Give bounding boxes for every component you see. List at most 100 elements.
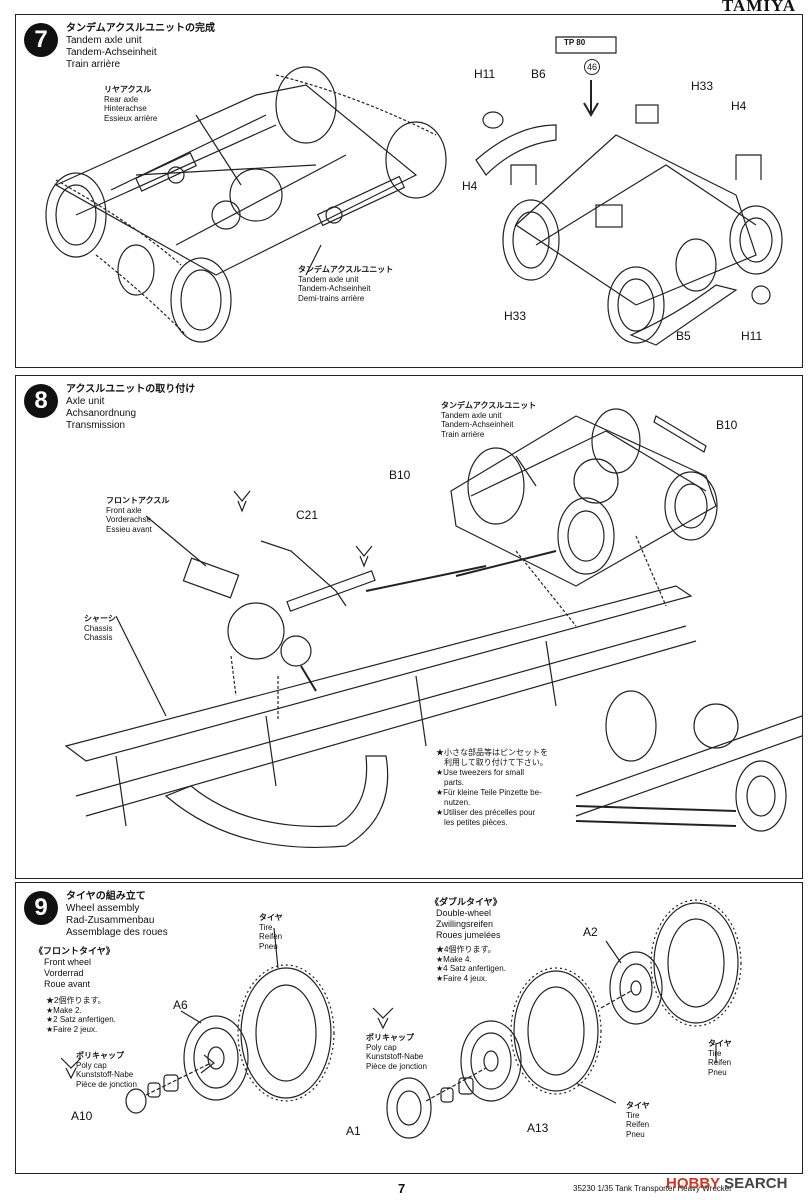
rear-axle-en: Rear axle: [104, 94, 139, 104]
tire-label: タイヤ Tire Reifen Pneu: [626, 1101, 650, 1139]
tire-en: Tire: [626, 1110, 640, 1120]
note-ja-1: ★小さな部品等はピンセットを: [436, 748, 548, 757]
tp-label: TP 80: [564, 38, 586, 47]
tire-fr: Pneu: [626, 1129, 645, 1139]
tire-ja: タイヤ: [708, 1039, 732, 1048]
tandem-en: Tandem axle unit: [441, 410, 502, 420]
chassis-ja: シャーシ: [84, 614, 116, 623]
tandem-ja: タンデムアクスルユニット: [441, 401, 537, 410]
step-number: 7: [24, 23, 58, 57]
part-b10: B10: [389, 468, 411, 482]
tandem-fr: Demi-trains arrière: [298, 293, 365, 303]
note-en-1: ★Use tweezers for small: [436, 768, 525, 777]
tire-ja: タイヤ: [626, 1101, 650, 1110]
part-b6: B6: [531, 67, 546, 81]
front-en: Front wheel: [44, 957, 92, 967]
step-title: アクスルユニットの取り付け Axle unit Achsanordnung Tr…: [66, 384, 195, 432]
title-ja: タンデムアクスルユニットの完成: [66, 23, 215, 34]
polycap-fr: Pièce de jonction: [76, 1079, 137, 1089]
make-en: ★Make 2.: [46, 1005, 82, 1015]
make-de: ★2 Satz anfertigen.: [46, 1015, 116, 1024]
title-en: Axle unit: [66, 396, 105, 407]
double-ja: 《ダブルタイヤ》: [430, 897, 502, 907]
step-number: 9: [24, 891, 58, 925]
tandem-de: Tandem-Achseinheit: [298, 284, 371, 293]
make-fr: ★Faire 4 jeux.: [436, 973, 488, 983]
tire-ja: タイヤ: [259, 913, 283, 922]
part-h11: H11: [474, 67, 496, 81]
title-de: Achsanordnung: [66, 408, 137, 419]
watermark: HOBBY SEARCH: [666, 1175, 787, 1192]
tire-en: Tire: [259, 922, 273, 932]
tandem-fr: Train arrière: [441, 429, 485, 439]
part-h33: H33: [691, 79, 714, 93]
title-de: Rad-Zusammenbau: [66, 915, 155, 926]
tire-de: Reifen: [259, 932, 283, 941]
make-en: ★Make 4.: [436, 954, 472, 964]
part-a6: A6: [173, 998, 188, 1012]
note-fr-2: les petites pièces.: [444, 818, 508, 827]
polycap-ja: ポリキャップ: [76, 1051, 124, 1060]
part-c21: C21: [296, 508, 319, 522]
double-make-note: ★4個作ります。 ★Make 4. ★4 Satz anfertigen. ★F…: [436, 945, 506, 983]
step-7-panel: 7 タンデムアクスルユニットの完成 Tandem axle unit Tande…: [15, 14, 803, 368]
rear-axle-label: リヤアクスル Rear axle Hinterachse Essieux arr…: [104, 85, 157, 123]
make-ja: ★2個作ります。: [46, 996, 106, 1005]
double-fr: Roues jumelées: [436, 930, 501, 940]
part-a1: A1: [346, 1124, 361, 1138]
part-a10: A10: [71, 1109, 93, 1123]
chassis-en: Chassis: [84, 623, 113, 633]
title-fr: Train arrière: [66, 59, 121, 70]
note-en-2: parts.: [444, 778, 465, 787]
watermark-hobby: HOBBY: [666, 1175, 720, 1192]
front-fr: Roue avant: [44, 979, 91, 989]
title-ja: タイヤの組み立て: [66, 891, 146, 902]
polycap-fr: Pièce de jonction: [366, 1061, 427, 1071]
rear-axle-de: Hinterachse: [104, 104, 147, 113]
tire-label: タイヤ Tire Reifen Pneu: [259, 913, 283, 951]
tire-fr: Pneu: [708, 1067, 727, 1077]
make-de: ★4 Satz anfertigen.: [436, 964, 506, 973]
tire-en: Tire: [708, 1048, 722, 1058]
double-en: Double-wheel: [436, 908, 492, 918]
step-number: 8: [24, 384, 58, 418]
tandem-de: Tandem-Achseinheit: [441, 420, 514, 429]
step-7-illustration: [45, 36, 783, 346]
make-ja: ★4個作ります。: [436, 945, 496, 954]
model-line: 35230 1/35 Tank Transporter Heavy Wrecke…: [573, 1184, 732, 1193]
title-fr: Transmission: [66, 420, 126, 431]
page-number: 7: [398, 1181, 406, 1196]
watermark-search: SEARCH: [724, 1175, 788, 1192]
polycap-ja: ポリキャップ: [366, 1033, 414, 1042]
tandem-axle-label: タンデムアクスルユニット Tandem axle unit Tandem-Ach…: [298, 265, 393, 303]
step-8-illustration: [64, 408, 802, 849]
chassis-de: Chassis: [84, 633, 113, 642]
front-axle-ja: フロントアクスル: [106, 496, 170, 505]
polycap-de: Kunststoff-Nabe: [366, 1052, 424, 1061]
tire-de: Reifen: [626, 1120, 650, 1129]
step-9-illustration: [60, 899, 742, 1139]
double-wheel-label: 《ダブルタイヤ》 Double-wheel Zwillingsreifen Ro…: [430, 897, 502, 941]
polycap-label: ポリキャップ Poly cap Kunststoff-Nabe Pièce de…: [76, 1051, 137, 1089]
callout-46: 46: [584, 59, 600, 75]
tire-fr: Pneu: [259, 941, 278, 951]
front-make-note: ★2個作ります。 ★Make 2. ★2 Satz anfertigen. ★F…: [46, 996, 116, 1034]
polycap-en: Poly cap: [76, 1060, 107, 1070]
part-b5: B5: [676, 329, 691, 343]
part-h11: H11: [741, 329, 763, 343]
front-ja: 《フロントタイヤ》: [34, 946, 115, 956]
polycap-de: Kunststoff-Nabe: [76, 1070, 134, 1079]
title-fr: Assemblage des roues: [66, 927, 168, 938]
part-a13: A13: [527, 1121, 549, 1135]
note-ja-2: 利用して取り付けて下さい。: [444, 758, 548, 767]
tandem-label: タンデムアクスルユニット Tandem axle unit Tandem-Ach…: [441, 401, 536, 439]
part-h4: H4: [731, 99, 747, 113]
front-axle-en: Front axle: [106, 505, 142, 515]
tweezers-note: ★小さな部品等はピンセットを 利用して取り付けて下さい。 ★Use tweeze…: [436, 748, 548, 828]
front-axle-label: フロントアクスル Front axle Vorderachse Essieu a…: [106, 496, 169, 534]
tandem-en: Tandem axle unit: [298, 274, 359, 284]
double-de: Zwillingsreifen: [436, 919, 494, 929]
tire-label: タイヤ Tire Reifen Pneu: [708, 1039, 732, 1077]
part-h33: H33: [504, 309, 527, 323]
title-de: Tandem-Achseinheit: [66, 47, 157, 58]
